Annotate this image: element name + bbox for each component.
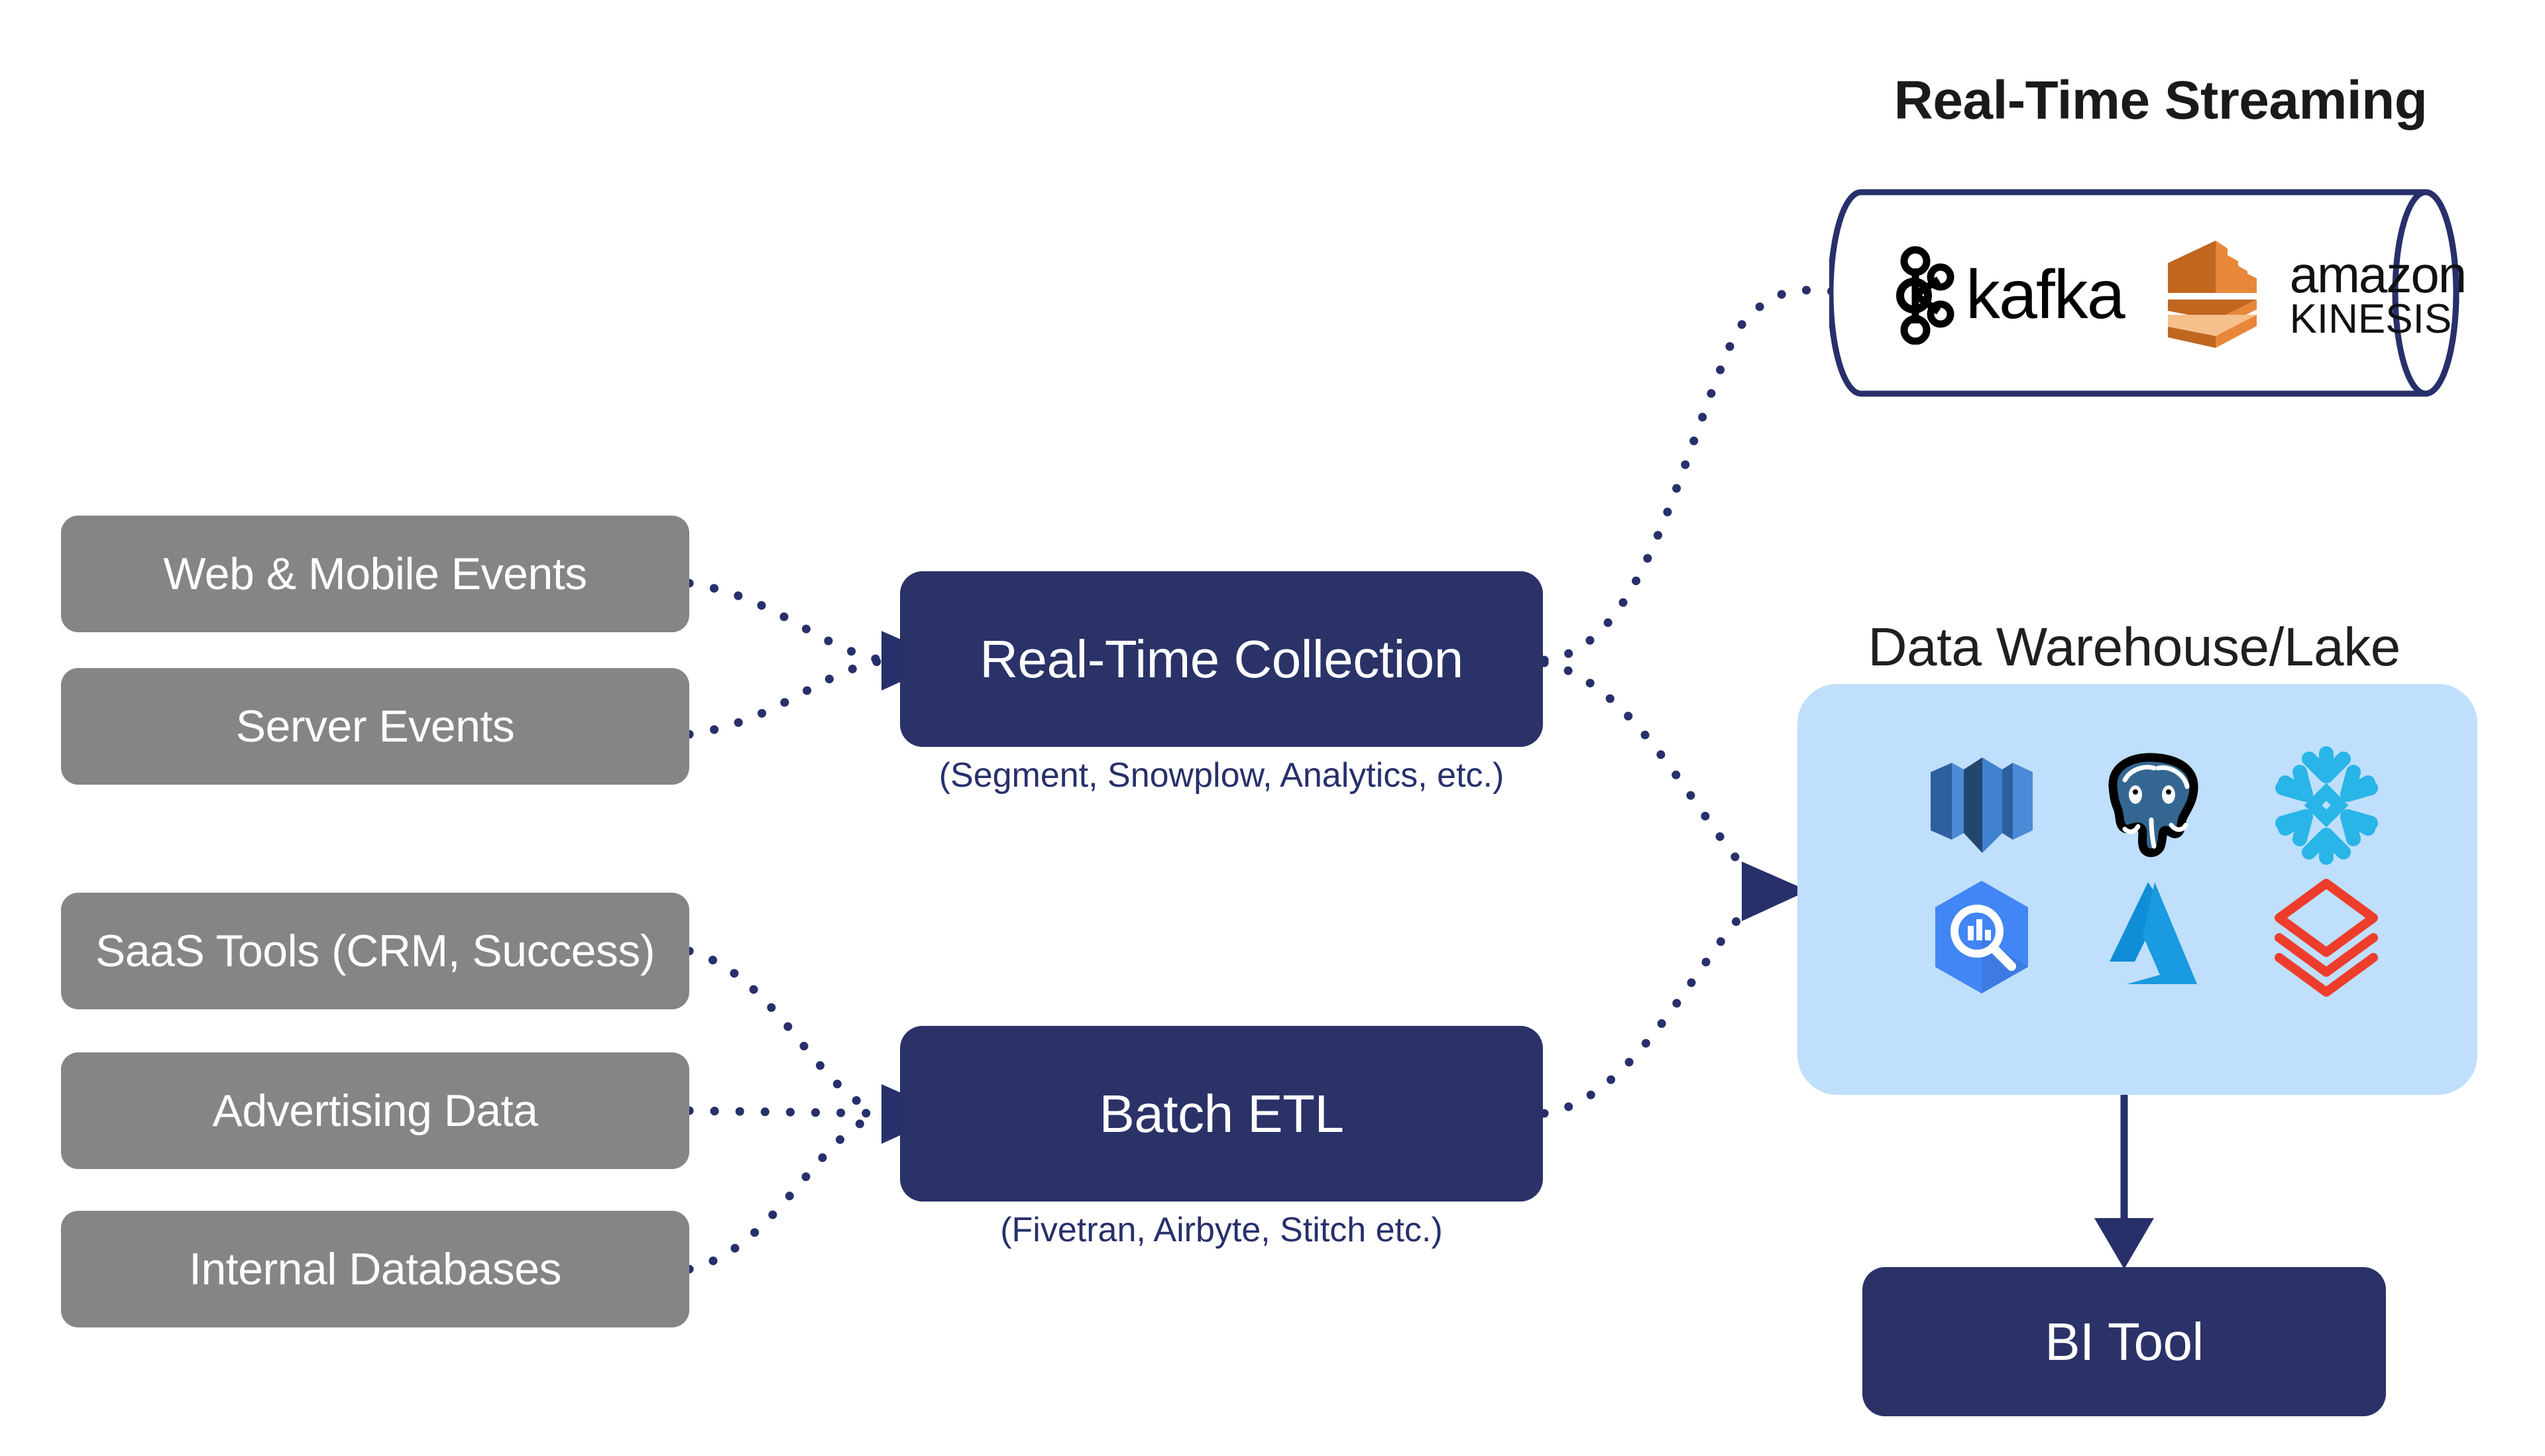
process-box-bi-tool[interactable]: BI Tool bbox=[1862, 1267, 2386, 1416]
caption-batch-etl: (Fivetran, Airbyte, Stitch etc.) bbox=[1000, 1211, 1443, 1249]
kinesis-wordmark-kinesis: KINESIS bbox=[2289, 296, 2452, 343]
kinesis-wordmark-amazon: amazon bbox=[2289, 245, 2467, 304]
bigquery-icon bbox=[1935, 880, 2028, 993]
databricks-logo bbox=[2260, 875, 2393, 1001]
kafka-mark-icon bbox=[1896, 246, 1954, 345]
redshift-icon bbox=[1930, 757, 2033, 853]
snowflake-icon bbox=[2275, 746, 2378, 865]
warehouse-logo-grid bbox=[1915, 742, 2393, 1001]
streaming-section-title: Real-Time Streaming bbox=[1894, 70, 2428, 131]
postgresql-logo bbox=[2088, 742, 2220, 868]
source-label: SaaS Tools (CRM, Success) bbox=[95, 926, 655, 976]
source-box-advertising-data[interactable]: Advertising Data bbox=[61, 1052, 689, 1169]
amazon-redshift-logo bbox=[1915, 742, 2048, 868]
source-label: Web & Mobile Events bbox=[163, 549, 587, 599]
process-box-batch-etl[interactable]: Batch ETL bbox=[900, 1026, 1543, 1202]
source-box-server-events[interactable]: Server Events bbox=[61, 668, 689, 785]
wire-advertising-to-batch-etl bbox=[685, 1106, 883, 1118]
kinesis-mark-icon bbox=[2167, 241, 2257, 348]
source-box-internal-databases[interactable]: Internal Databases bbox=[61, 1211, 689, 1327]
arrowhead-bi-tool bbox=[2094, 1218, 2154, 1269]
kafka-wordmark: kafka bbox=[1966, 256, 2125, 333]
wire-collection-to-warehouse bbox=[1540, 658, 1768, 894]
warehouse-section-title: Data Warehouse/Lake bbox=[1868, 617, 2401, 677]
streaming-cylinder bbox=[1829, 189, 2460, 397]
streaming-logo-row: kafka amazon KINESIS bbox=[1895, 233, 2467, 356]
source-label: Advertising Data bbox=[212, 1086, 538, 1136]
wire-batch-etl-to-warehouse bbox=[1540, 887, 1768, 1118]
source-box-saas-tools[interactable]: SaaS Tools (CRM, Success) bbox=[61, 893, 689, 1009]
source-box-web-mobile-events[interactable]: Web & Mobile Events bbox=[61, 516, 689, 632]
wire-web-events-to-collection bbox=[685, 579, 883, 664]
source-label: Internal Databases bbox=[189, 1244, 561, 1294]
process-box-real-time-collection[interactable]: Real-Time Collection bbox=[900, 571, 1543, 747]
wire-saas-to-batch-etl bbox=[685, 946, 883, 1117]
process-label: Real-Time Collection bbox=[980, 629, 1463, 689]
wire-collection-to-streaming bbox=[1540, 286, 1847, 665]
google-bigquery-logo bbox=[1915, 875, 2048, 1001]
warehouse-panel[interactable] bbox=[1797, 684, 2477, 1095]
postgresql-elephant-icon bbox=[2108, 753, 2198, 858]
amazon-kinesis-logo: amazon KINESIS bbox=[2164, 237, 2467, 353]
bi-tool-label: BI Tool bbox=[2045, 1312, 2204, 1371]
caption-real-time-collection: (Segment, Snowplow, Analytics, etc.) bbox=[938, 756, 1504, 795]
databricks-icon bbox=[2274, 878, 2378, 997]
wire-internal-db-to-batch-etl bbox=[685, 1110, 883, 1274]
kafka-logo: kafka bbox=[1895, 245, 2125, 345]
azure-icon bbox=[2109, 882, 2197, 984]
snowflake-logo bbox=[2260, 742, 2393, 868]
wire-server-events-to-collection bbox=[685, 657, 883, 739]
process-label: Batch ETL bbox=[1099, 1084, 1344, 1143]
source-label: Server Events bbox=[235, 701, 515, 752]
microsoft-azure-logo bbox=[2088, 875, 2220, 1001]
